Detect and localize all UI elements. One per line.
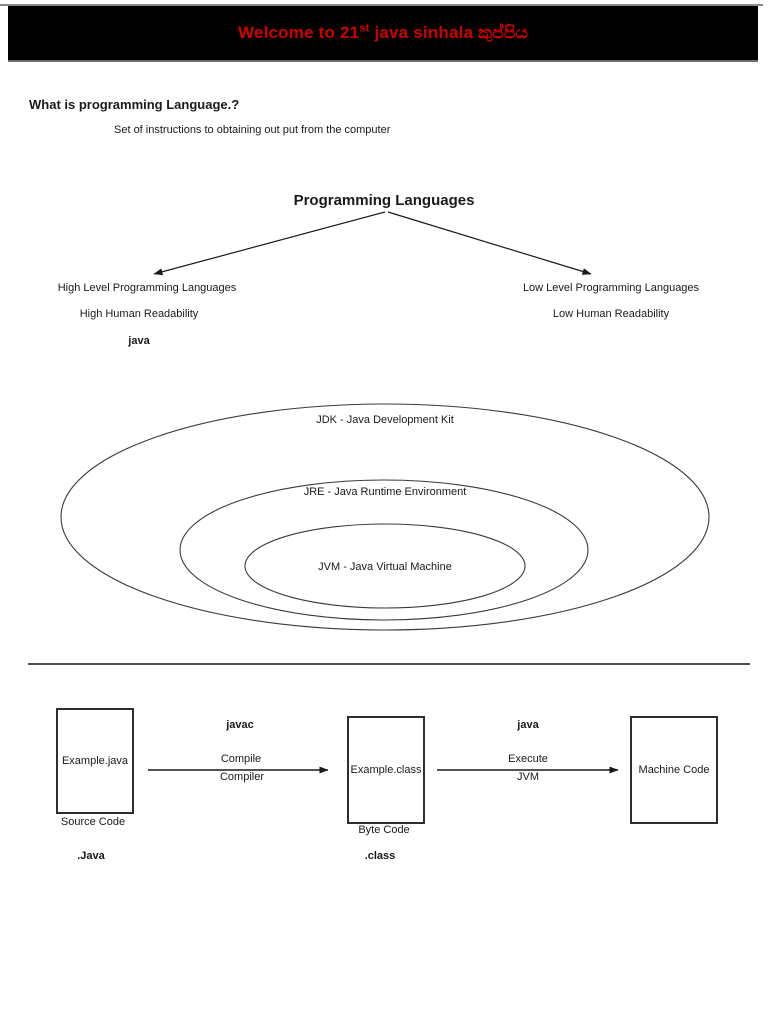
question-heading: What is programming Language.? bbox=[29, 97, 240, 112]
page-title-suffix: java sinhala කුප්පිය bbox=[369, 23, 528, 42]
machine-code-box-label: Machine Code bbox=[638, 764, 710, 776]
title-banner: Welcome to 21st java sinhala කුප්පිය bbox=[8, 6, 758, 62]
jdk-ellipse bbox=[61, 404, 709, 630]
source-code-box-label: Example.java bbox=[61, 755, 129, 767]
machine-code-box: Machine Code bbox=[630, 716, 718, 824]
execute-action-label: Execute bbox=[508, 753, 548, 765]
branch-arrow-right bbox=[388, 212, 592, 275]
byte-code-box-label: Example.class bbox=[350, 764, 422, 776]
class-extension-label: .class bbox=[364, 850, 396, 862]
jdk-label: JDK - Java Development Kit bbox=[316, 414, 454, 426]
java-example-label: java bbox=[128, 335, 150, 347]
source-code-caption: Source Code bbox=[60, 816, 126, 828]
low-level-label: Low Level Programming Languages bbox=[522, 282, 700, 294]
question-answer: Set of instructions to obtaining out put… bbox=[114, 124, 391, 136]
classification-title: Programming Languages bbox=[293, 192, 475, 209]
high-readability-label: High Human Readability bbox=[79, 308, 199, 320]
jvm-agent-label: JVM bbox=[517, 771, 539, 783]
jre-ellipse bbox=[180, 480, 588, 620]
source-code-box: Example.java bbox=[56, 708, 134, 814]
byte-code-caption: Byte Code bbox=[358, 824, 410, 836]
jvm-label: JVM - Java Virtual Machine bbox=[318, 561, 452, 573]
compiler-agent-label: Compiler bbox=[219, 771, 264, 783]
byte-code-box: Example.class bbox=[347, 716, 425, 824]
low-readability-label: Low Human Readability bbox=[552, 308, 670, 320]
compile-action-label: Compile bbox=[220, 753, 262, 765]
java-tool-label: java bbox=[517, 719, 539, 731]
page-top-rule bbox=[0, 4, 763, 6]
page-title: Welcome to 21st java sinhala කුප්පිය bbox=[238, 23, 528, 43]
page-title-prefix: Welcome to 21 bbox=[238, 23, 360, 42]
high-level-label: High Level Programming Languages bbox=[57, 282, 237, 294]
source-extension-label: .Java bbox=[77, 850, 105, 862]
jre-label: JRE - Java Runtime Environment bbox=[303, 486, 467, 498]
page-title-superscript: st bbox=[359, 22, 370, 35]
branch-arrow-left bbox=[153, 212, 385, 276]
javac-tool-label: javac bbox=[226, 719, 254, 731]
